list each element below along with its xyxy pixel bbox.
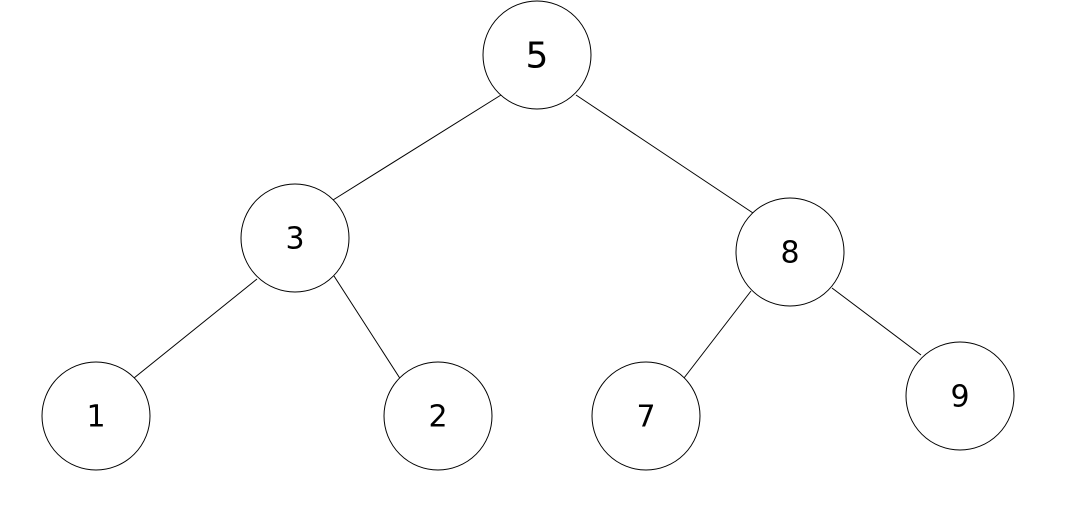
edge-8-9 bbox=[831, 287, 922, 356]
tree-node-9: 9 bbox=[905, 341, 1015, 451]
edge-5-8 bbox=[575, 94, 754, 214]
tree-node-3: 3 bbox=[240, 183, 350, 293]
node-circle bbox=[905, 341, 1015, 451]
edge-8-7 bbox=[683, 290, 752, 379]
tree-node-1: 1 bbox=[41, 361, 151, 471]
node-circle bbox=[41, 361, 151, 471]
node-label: 3 bbox=[285, 222, 304, 257]
node-circle bbox=[735, 197, 845, 307]
node-circle bbox=[383, 361, 493, 471]
node-label: 8 bbox=[780, 236, 799, 271]
node-label: 9 bbox=[950, 380, 969, 415]
node-circle bbox=[240, 183, 350, 293]
node-label: 2 bbox=[428, 400, 447, 435]
edge-3-2 bbox=[333, 275, 402, 381]
node-label: 1 bbox=[86, 400, 105, 435]
node-label: 5 bbox=[526, 36, 549, 77]
node-circle bbox=[591, 361, 701, 471]
node-label: 7 bbox=[636, 400, 655, 435]
edge-3-1 bbox=[133, 278, 258, 379]
node-circle bbox=[482, 0, 592, 110]
tree-node-5: 5 bbox=[482, 0, 592, 110]
tree-node-8: 8 bbox=[735, 197, 845, 307]
tree-node-7: 7 bbox=[591, 361, 701, 471]
edge-5-3 bbox=[332, 94, 502, 201]
tree-node-2: 2 bbox=[383, 361, 493, 471]
